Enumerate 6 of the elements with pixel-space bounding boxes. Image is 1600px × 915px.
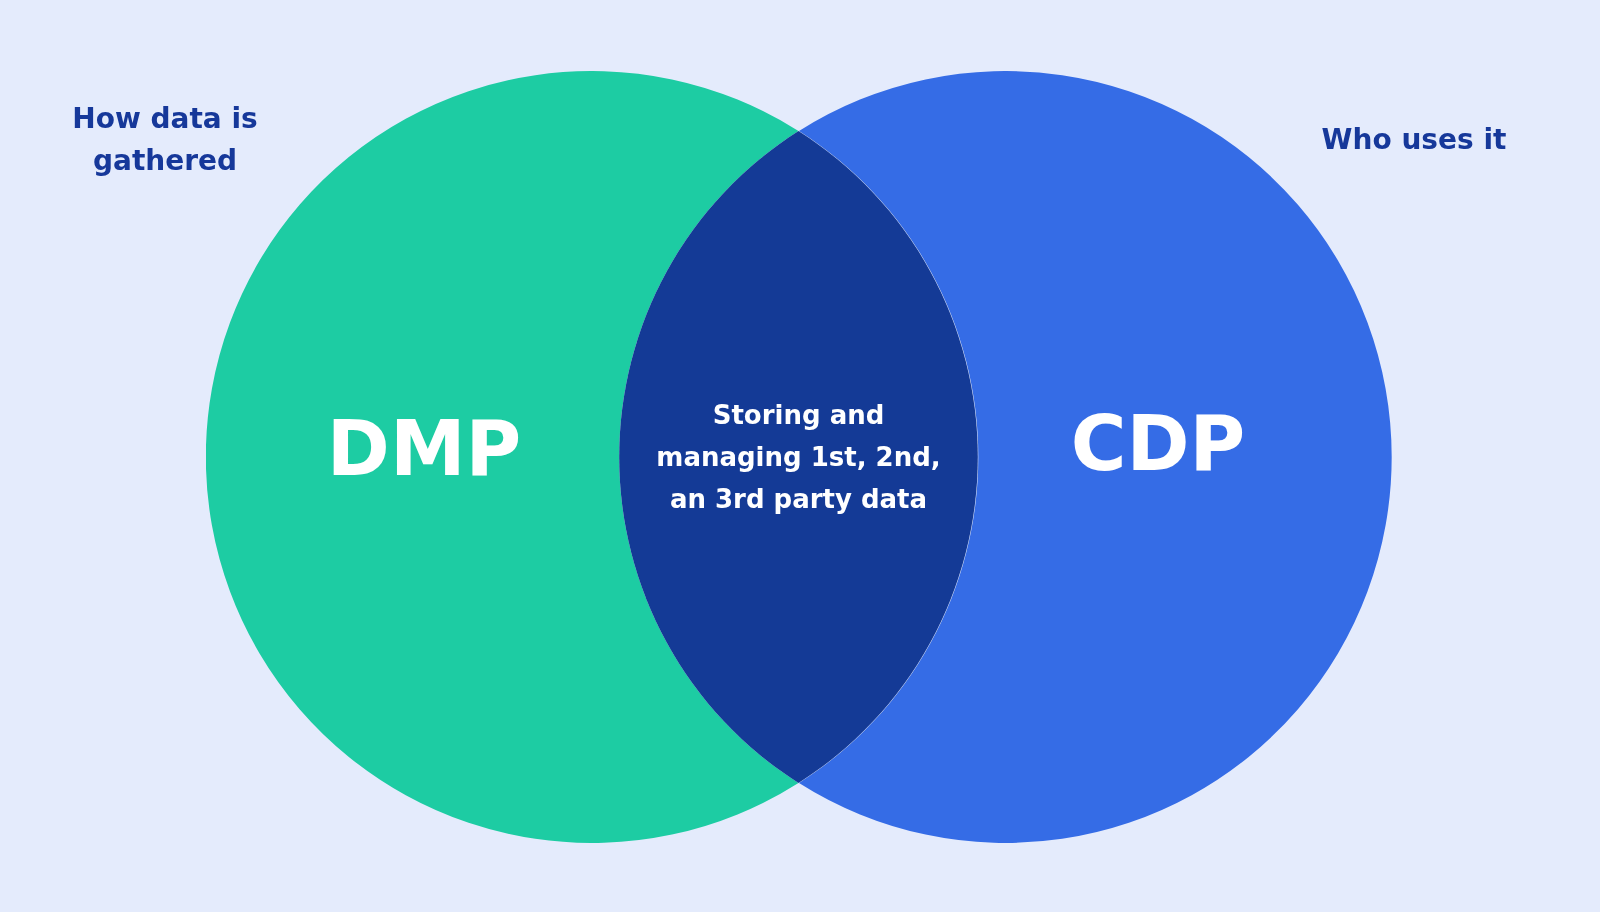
category-label: How data is gathered — [71, 101, 259, 179]
circle-title: CDP — [1070, 406, 1246, 482]
category-label: Who uses it — [1320, 122, 1508, 158]
overlap-text: Storing and managing 1st, 2nd, an 3rd party data — [655, 399, 942, 516]
overlap-region — [619, 131, 978, 783]
circle-title: DMP — [326, 411, 522, 487]
